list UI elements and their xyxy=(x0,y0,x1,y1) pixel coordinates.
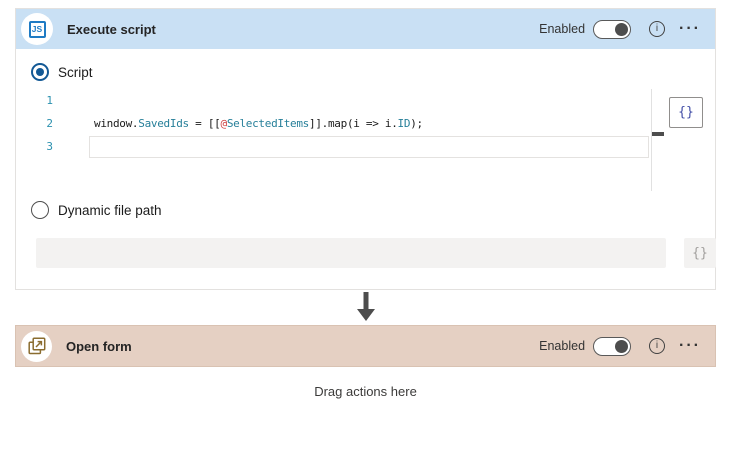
code-line-1[interactable]: 1 xyxy=(36,89,651,112)
execute-script-title: Execute script xyxy=(67,21,156,37)
enabled-toggle[interactable] xyxy=(593,336,632,356)
code-line-3[interactable]: 3 xyxy=(36,135,651,158)
code-line-text-3[interactable] xyxy=(53,135,94,158)
execute-script-body: Script 1 2 window.SavedIds = [[@Selected… xyxy=(16,49,716,291)
open-form-title: Open form xyxy=(66,338,132,354)
js-action-icon-circle: JS xyxy=(21,13,53,45)
enabled-label: Enabled xyxy=(539,22,586,36)
current-line-highlight xyxy=(89,136,649,158)
execute-script-header[interactable]: JS Execute script Enabled i ··· xyxy=(16,9,715,49)
script-radio[interactable] xyxy=(31,63,49,81)
script-code-editor[interactable]: 1 2 window.SavedIds = [[@SelectedItems]]… xyxy=(36,89,652,191)
script-option-row[interactable]: Script xyxy=(31,63,93,81)
more-options-icon[interactable]: ··· xyxy=(679,337,701,354)
dynamic-file-path-radio[interactable] xyxy=(31,201,49,219)
info-icon[interactable]: i xyxy=(649,21,666,37)
toggle-knob-icon xyxy=(615,22,629,36)
dynamic-file-path-radio-label[interactable]: Dynamic file path xyxy=(58,202,162,218)
open-form-icon-circle xyxy=(21,330,52,362)
drag-actions-dropzone[interactable]: Drag actions here xyxy=(314,384,417,399)
more-options-icon[interactable]: ··· xyxy=(679,20,701,37)
open-form-header-controls: Enabled i ··· xyxy=(539,336,701,356)
execute-header-controls: Enabled i ··· xyxy=(539,19,701,39)
flow-connector-arrow-icon xyxy=(357,292,375,321)
code-line-text-2[interactable]: window.SavedIds = [[@SelectedItems]].map… xyxy=(94,117,423,130)
action-card-open-form[interactable]: Open form Enabled i ··· xyxy=(15,325,716,367)
script-radio-label[interactable]: Script xyxy=(58,64,93,80)
cursor-position-marker xyxy=(652,132,664,136)
code-line-2[interactable]: 2 window.SavedIds = [[@SelectedItems]].m… xyxy=(36,112,651,135)
enabled-toggle[interactable] xyxy=(593,19,632,39)
dynamic-file-path-option-row[interactable]: Dynamic file path xyxy=(31,201,162,219)
dynamic-file-path-input xyxy=(36,238,666,268)
enabled-label: Enabled xyxy=(539,339,586,353)
open-form-icon xyxy=(27,337,45,355)
line-number: 3 xyxy=(46,140,53,153)
open-form-header[interactable]: Open form Enabled i ··· xyxy=(16,326,715,366)
js-icon: JS xyxy=(28,20,46,38)
variable-picker-disabled-icon: {} xyxy=(684,238,716,268)
toggle-knob-icon xyxy=(615,339,629,353)
variable-picker-button[interactable]: {} xyxy=(669,97,703,128)
line-number: 1 xyxy=(46,94,53,107)
info-icon[interactable]: i xyxy=(649,338,666,354)
code-line-text-1[interactable] xyxy=(53,89,94,112)
line-number: 2 xyxy=(46,117,53,130)
action-card-execute-script[interactable]: JS Execute script Enabled i ··· Script 1 xyxy=(15,8,716,290)
